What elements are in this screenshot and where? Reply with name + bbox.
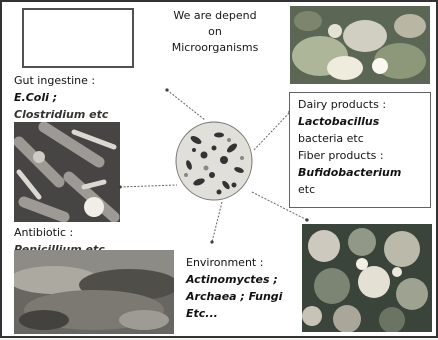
antibiotic-line-1: Antibiotic :: [14, 224, 105, 241]
dairy-box: Dairy products : Lactobacillus bacteria …: [289, 92, 431, 208]
gut-line-1: Gut ingestine :: [14, 72, 108, 89]
title-line-3: Microorganisms: [150, 40, 280, 56]
poster-title: We are depend on Microorganisms: [150, 8, 280, 56]
fruits-photo: [302, 224, 432, 332]
dairy-line-6: etc: [298, 181, 401, 198]
gut-label: Gut ingestine : E.Coli ; Clostridium etc: [14, 72, 108, 123]
dairy-line-5: Bufidobacterium: [298, 164, 401, 181]
microbes-circle: [174, 120, 254, 202]
gut-line-2: E.Coli ;: [14, 89, 108, 106]
title-line-2: on: [150, 24, 280, 40]
penicillium-photo-graphic: [14, 250, 174, 334]
environment-line-4: Etc...: [186, 305, 282, 322]
ecoli-photo-graphic: [14, 122, 120, 222]
dairy-line-3: bacteria etc: [298, 130, 401, 147]
environment-line-2: Actinomyctes ;: [186, 271, 282, 288]
title-line-1: We are depend: [150, 8, 280, 24]
microbes-circle-graphic: [174, 120, 254, 202]
dairy-text: Dairy products : Lactobacillus bacteria …: [298, 96, 401, 198]
dairy-line-2: Lactobacillus: [298, 113, 401, 130]
dairy-line-1: Dairy products :: [298, 96, 401, 113]
penicillium-photo: [14, 250, 174, 334]
environment-label: Environment : Actinomyctes ; Archaea ; F…: [186, 254, 282, 322]
environment-line-1: Environment :: [186, 254, 282, 271]
vegetables-photo: [290, 6, 430, 84]
environment-line-3: Archaea ; Fungi: [186, 288, 282, 305]
blank-frame: [22, 8, 134, 68]
fruits-photo-graphic: [302, 224, 432, 332]
vegetables-photo-graphic: [290, 6, 430, 84]
gut-line-3: Clostridium etc: [14, 106, 108, 123]
ecoli-photo: [14, 122, 120, 222]
dairy-line-4: Fiber products :: [298, 147, 401, 164]
